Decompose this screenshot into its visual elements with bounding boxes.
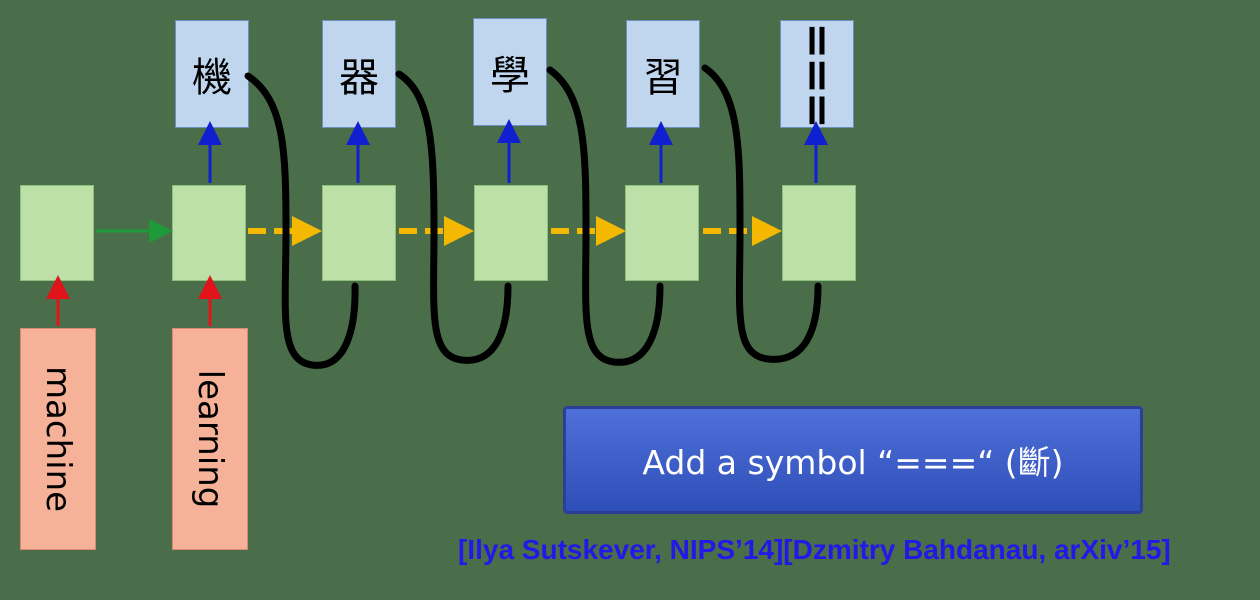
rnn-cell-decoder-1 <box>322 185 396 281</box>
input-box-1: machine <box>20 328 96 550</box>
end-symbol-callout: Add a symbol “===“ (斷) <box>563 406 1143 514</box>
output-box-1: 機 <box>175 20 249 128</box>
output-char-3: 學 <box>490 53 530 99</box>
output-box-5: === <box>780 20 854 128</box>
citation: [Ilya Sutskever, NIPS’14][Dzmitry Bahdan… <box>458 534 1171 565</box>
output-char-1: 機 <box>192 55 232 101</box>
rnn-cell-decoder-2 <box>474 185 548 281</box>
output-box-4: 習 <box>626 20 700 128</box>
rnn-cell-decoder-4 <box>782 185 856 281</box>
feedback-curve-4 <box>701 64 822 363</box>
output-box-3: 學 <box>473 18 547 126</box>
rnn-cell-encoder-1 <box>20 185 94 281</box>
rnn-cell-encoder-2 <box>172 185 246 281</box>
callout-text: Add a symbol “===“ (斷) <box>642 443 1064 482</box>
feedback-curve-2 <box>395 70 512 364</box>
feedback-curve-3 <box>546 66 664 366</box>
feedback-curve-1 <box>244 72 359 369</box>
input-box-2: learning <box>172 328 248 550</box>
output-char-4: 習 <box>643 55 683 101</box>
output-box-2: 器 <box>322 20 396 128</box>
output-char-2: 器 <box>339 55 379 101</box>
